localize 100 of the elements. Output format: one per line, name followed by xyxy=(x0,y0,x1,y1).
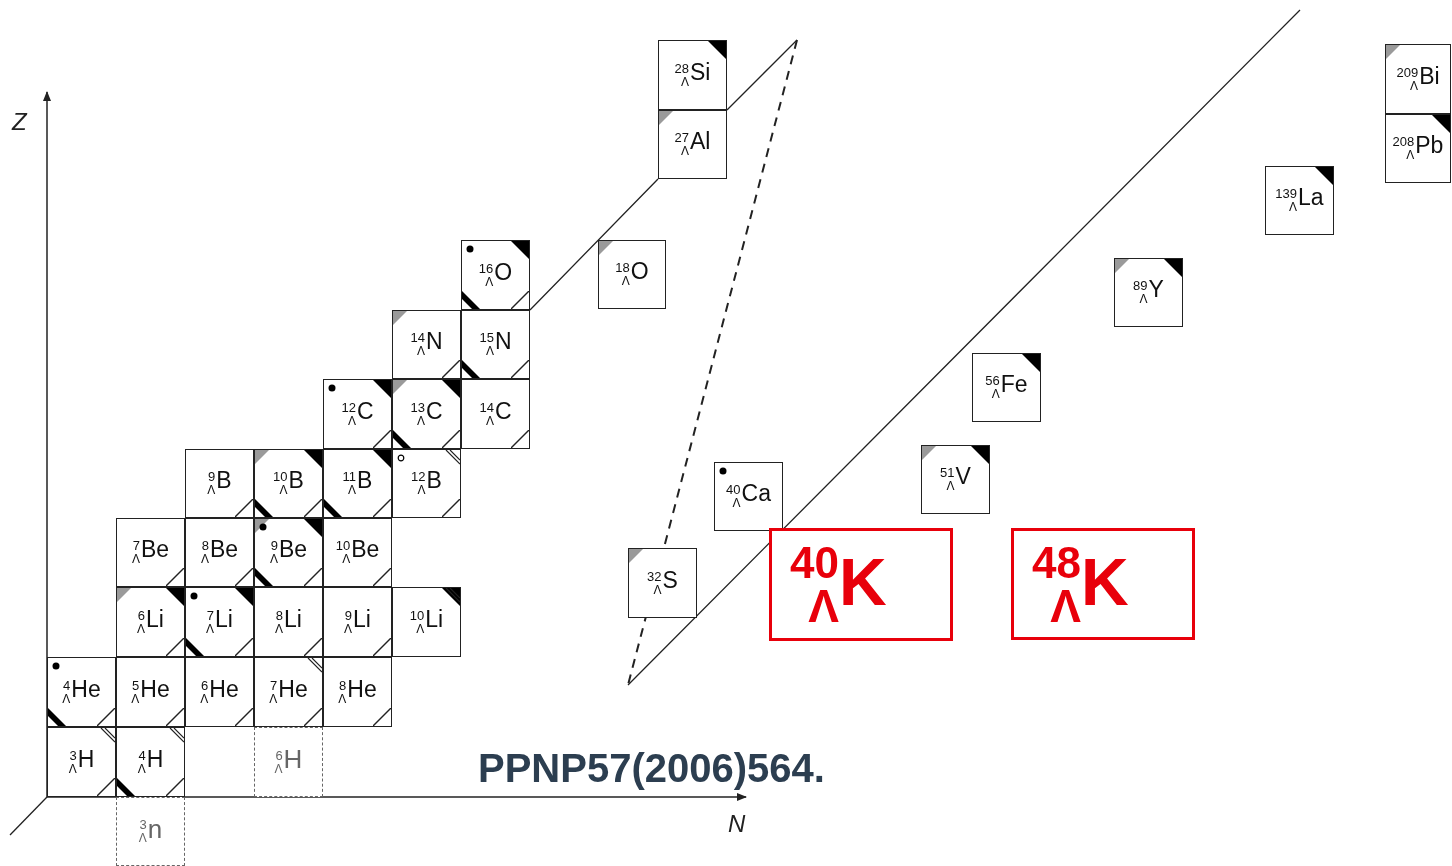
lambda-subscript: Λ xyxy=(1139,293,1148,306)
lambda-subscript: Λ xyxy=(416,345,425,358)
element-symbol: B xyxy=(216,469,232,492)
nuclide-box xyxy=(323,587,392,657)
mass-number: 10 xyxy=(273,470,288,484)
mass-number: 12 xyxy=(411,470,426,484)
element-symbol: La xyxy=(1298,186,1324,209)
element-symbol: K xyxy=(1080,549,1129,615)
lambda-subscript: Λ xyxy=(732,497,741,510)
nuclide-box xyxy=(392,379,461,449)
nuclide-box xyxy=(185,518,254,587)
lambda-subscript: Λ xyxy=(338,692,347,706)
mass-number: 3 xyxy=(139,818,147,832)
citation-text: PPNP57(2006)564. xyxy=(478,745,825,792)
nuclide-box xyxy=(1114,258,1183,327)
nuclide-box xyxy=(628,548,697,618)
element-symbol: Al xyxy=(690,130,711,153)
element-symbol: C xyxy=(494,399,512,423)
element-symbol: B xyxy=(288,469,304,492)
element-symbol: B xyxy=(357,469,373,492)
nuclide-box xyxy=(323,379,392,449)
mass-number: 7 xyxy=(206,608,215,623)
mass-number: 7 xyxy=(270,678,278,693)
element-symbol: Y xyxy=(1148,278,1164,301)
mass-number: 56 xyxy=(985,374,1000,388)
lambda-subscript: Λ xyxy=(416,414,425,428)
element-symbol: He xyxy=(140,677,170,701)
element-symbol: Be xyxy=(140,538,170,561)
mass-number: 14 xyxy=(410,331,425,345)
nuclide-box xyxy=(1265,166,1334,235)
lambda-subscript: Λ xyxy=(1050,583,1081,629)
nuclide-box xyxy=(392,587,461,657)
element-symbol: B xyxy=(426,469,442,492)
nuclide-box xyxy=(598,240,666,309)
mass-number: 14 xyxy=(479,400,494,415)
axis-label: N xyxy=(728,809,746,839)
element-symbol: n xyxy=(147,815,163,842)
lambda-subscript: Λ xyxy=(200,553,209,566)
nuclide-box xyxy=(972,353,1041,422)
lambda-subscript: Λ xyxy=(274,762,283,776)
element-symbol: Fe xyxy=(1000,373,1028,396)
axis-label: Z xyxy=(12,107,27,137)
nuclide-box xyxy=(921,445,990,514)
element-symbol: He xyxy=(209,677,239,701)
nuclide-box xyxy=(392,310,461,379)
lambda-subscript: Λ xyxy=(485,414,494,428)
mass-number: 8 xyxy=(339,678,347,693)
mass-number: 89 xyxy=(1133,279,1148,293)
lambda-subscript: Λ xyxy=(269,553,278,566)
element-symbol: Li xyxy=(146,607,164,631)
nuclide-box xyxy=(461,310,530,379)
mass-number: 6 xyxy=(137,608,146,623)
mass-number: 3 xyxy=(69,748,77,763)
highlight-box xyxy=(769,528,953,641)
mass-number: 4 xyxy=(63,678,71,693)
element-symbol: He xyxy=(71,677,101,701)
mass-number: 7 xyxy=(132,539,140,553)
dashed-nuclide-box xyxy=(254,727,323,797)
lambda-subscript: Λ xyxy=(68,762,77,776)
nuclide-box xyxy=(323,657,392,727)
mass-number: 10 xyxy=(409,608,425,623)
lambda-subscript: Λ xyxy=(279,484,288,497)
lambda-subscript: Λ xyxy=(1289,201,1298,214)
lambda-subscript: Λ xyxy=(653,583,662,597)
lambda-subscript: Λ xyxy=(344,622,353,636)
element-symbol: N xyxy=(425,330,443,353)
element-symbol: O xyxy=(494,260,513,284)
element-symbol: Bi xyxy=(1419,64,1440,88)
nuclide-box xyxy=(116,587,185,657)
lambda-subscript: Λ xyxy=(347,414,356,428)
element-symbol: Pb xyxy=(1415,134,1444,157)
element-symbol: K xyxy=(838,549,887,615)
lambda-subscript: Λ xyxy=(269,692,278,706)
mass-number: 51 xyxy=(940,466,955,480)
element-symbol: N xyxy=(494,330,512,353)
mass-number: 208 xyxy=(1392,135,1415,149)
lambda-subscript: Λ xyxy=(808,583,839,629)
lambda-subscript: Λ xyxy=(991,388,1000,401)
lambda-subscript: Λ xyxy=(348,484,357,497)
mass-number: 6 xyxy=(201,678,209,693)
mass-number: 9 xyxy=(208,470,216,484)
lambda-subscript: Λ xyxy=(416,622,425,636)
mass-number: 15 xyxy=(479,331,494,345)
element-symbol: Ca xyxy=(741,482,771,505)
mass-number: 18 xyxy=(615,261,630,275)
lambda-subscript: Λ xyxy=(681,75,689,89)
lambda-subscript: Λ xyxy=(946,480,955,493)
nuclide-box xyxy=(185,657,254,727)
element-symbol: H xyxy=(146,747,164,771)
lambda-subscript: Λ xyxy=(275,622,284,636)
element-symbol: C xyxy=(425,399,443,423)
mass-number: 6 xyxy=(275,748,283,763)
nuclide-box xyxy=(254,587,323,657)
nuclide-box xyxy=(1385,44,1451,114)
mass-number: 8 xyxy=(201,539,209,553)
nuclide-box xyxy=(658,40,727,110)
lambda-subscript: Λ xyxy=(417,484,426,497)
lambda-subscript: Λ xyxy=(138,832,147,845)
lambda-subscript: Λ xyxy=(62,692,71,706)
nuclide-box xyxy=(254,657,323,727)
